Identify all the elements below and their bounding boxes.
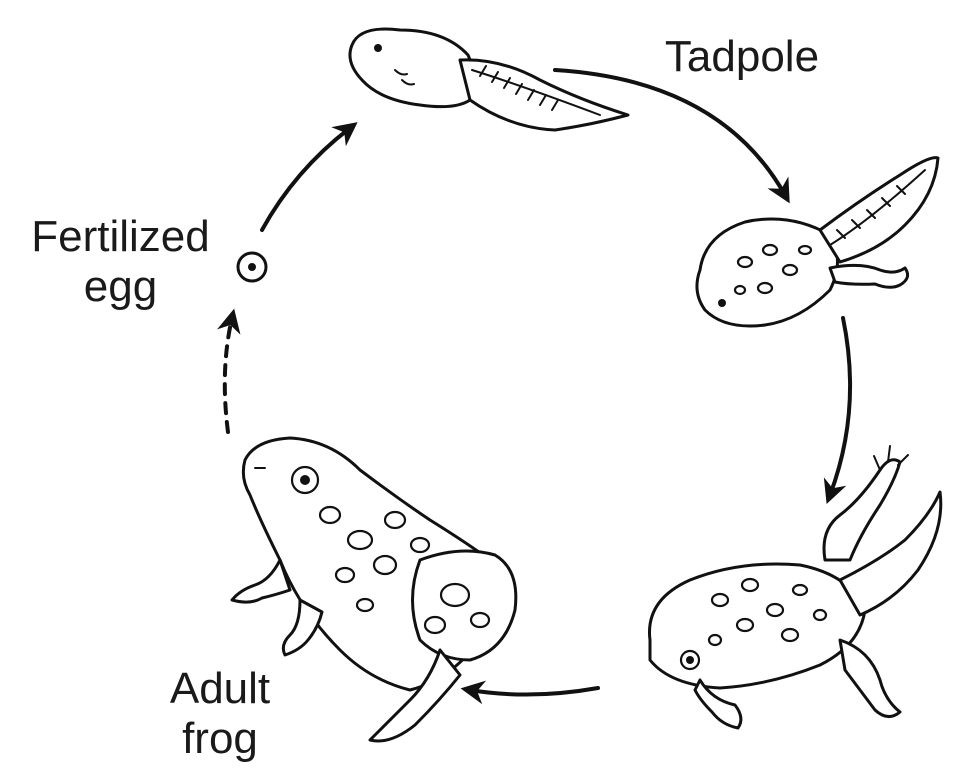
label-adult-frog: Adult frog — [150, 664, 290, 764]
label-tadpole-line-1: Tadpole — [664, 32, 820, 81]
arrow-adult-to-egg-dashed — [217, 308, 241, 434]
tadpole-with-legs-illustration — [695, 156, 940, 328]
tadpole-illustration — [348, 27, 630, 132]
adult-frog-illustration — [230, 436, 518, 743]
label-adult-frog-line-2: frog — [182, 714, 258, 763]
label-fertilized-egg-line-1: Fertilized — [31, 212, 210, 261]
fertilized-egg-illustration — [236, 251, 268, 283]
arrow-froglet-to-adult — [460, 680, 600, 705]
label-adult-frog-line-1: Adult — [169, 664, 271, 713]
label-fertilized-egg-line-2: egg — [83, 262, 158, 311]
arrow-tadpole-to-legged-tadpole — [553, 68, 790, 204]
froglet-illustration — [648, 445, 943, 730]
arrow-egg-to-tadpole — [260, 122, 358, 232]
arrow-legged-tadpole-to-froglet — [823, 316, 853, 504]
label-tadpole: Tadpole — [652, 32, 832, 82]
label-fertilized-egg: Fertilized egg — [18, 212, 223, 312]
